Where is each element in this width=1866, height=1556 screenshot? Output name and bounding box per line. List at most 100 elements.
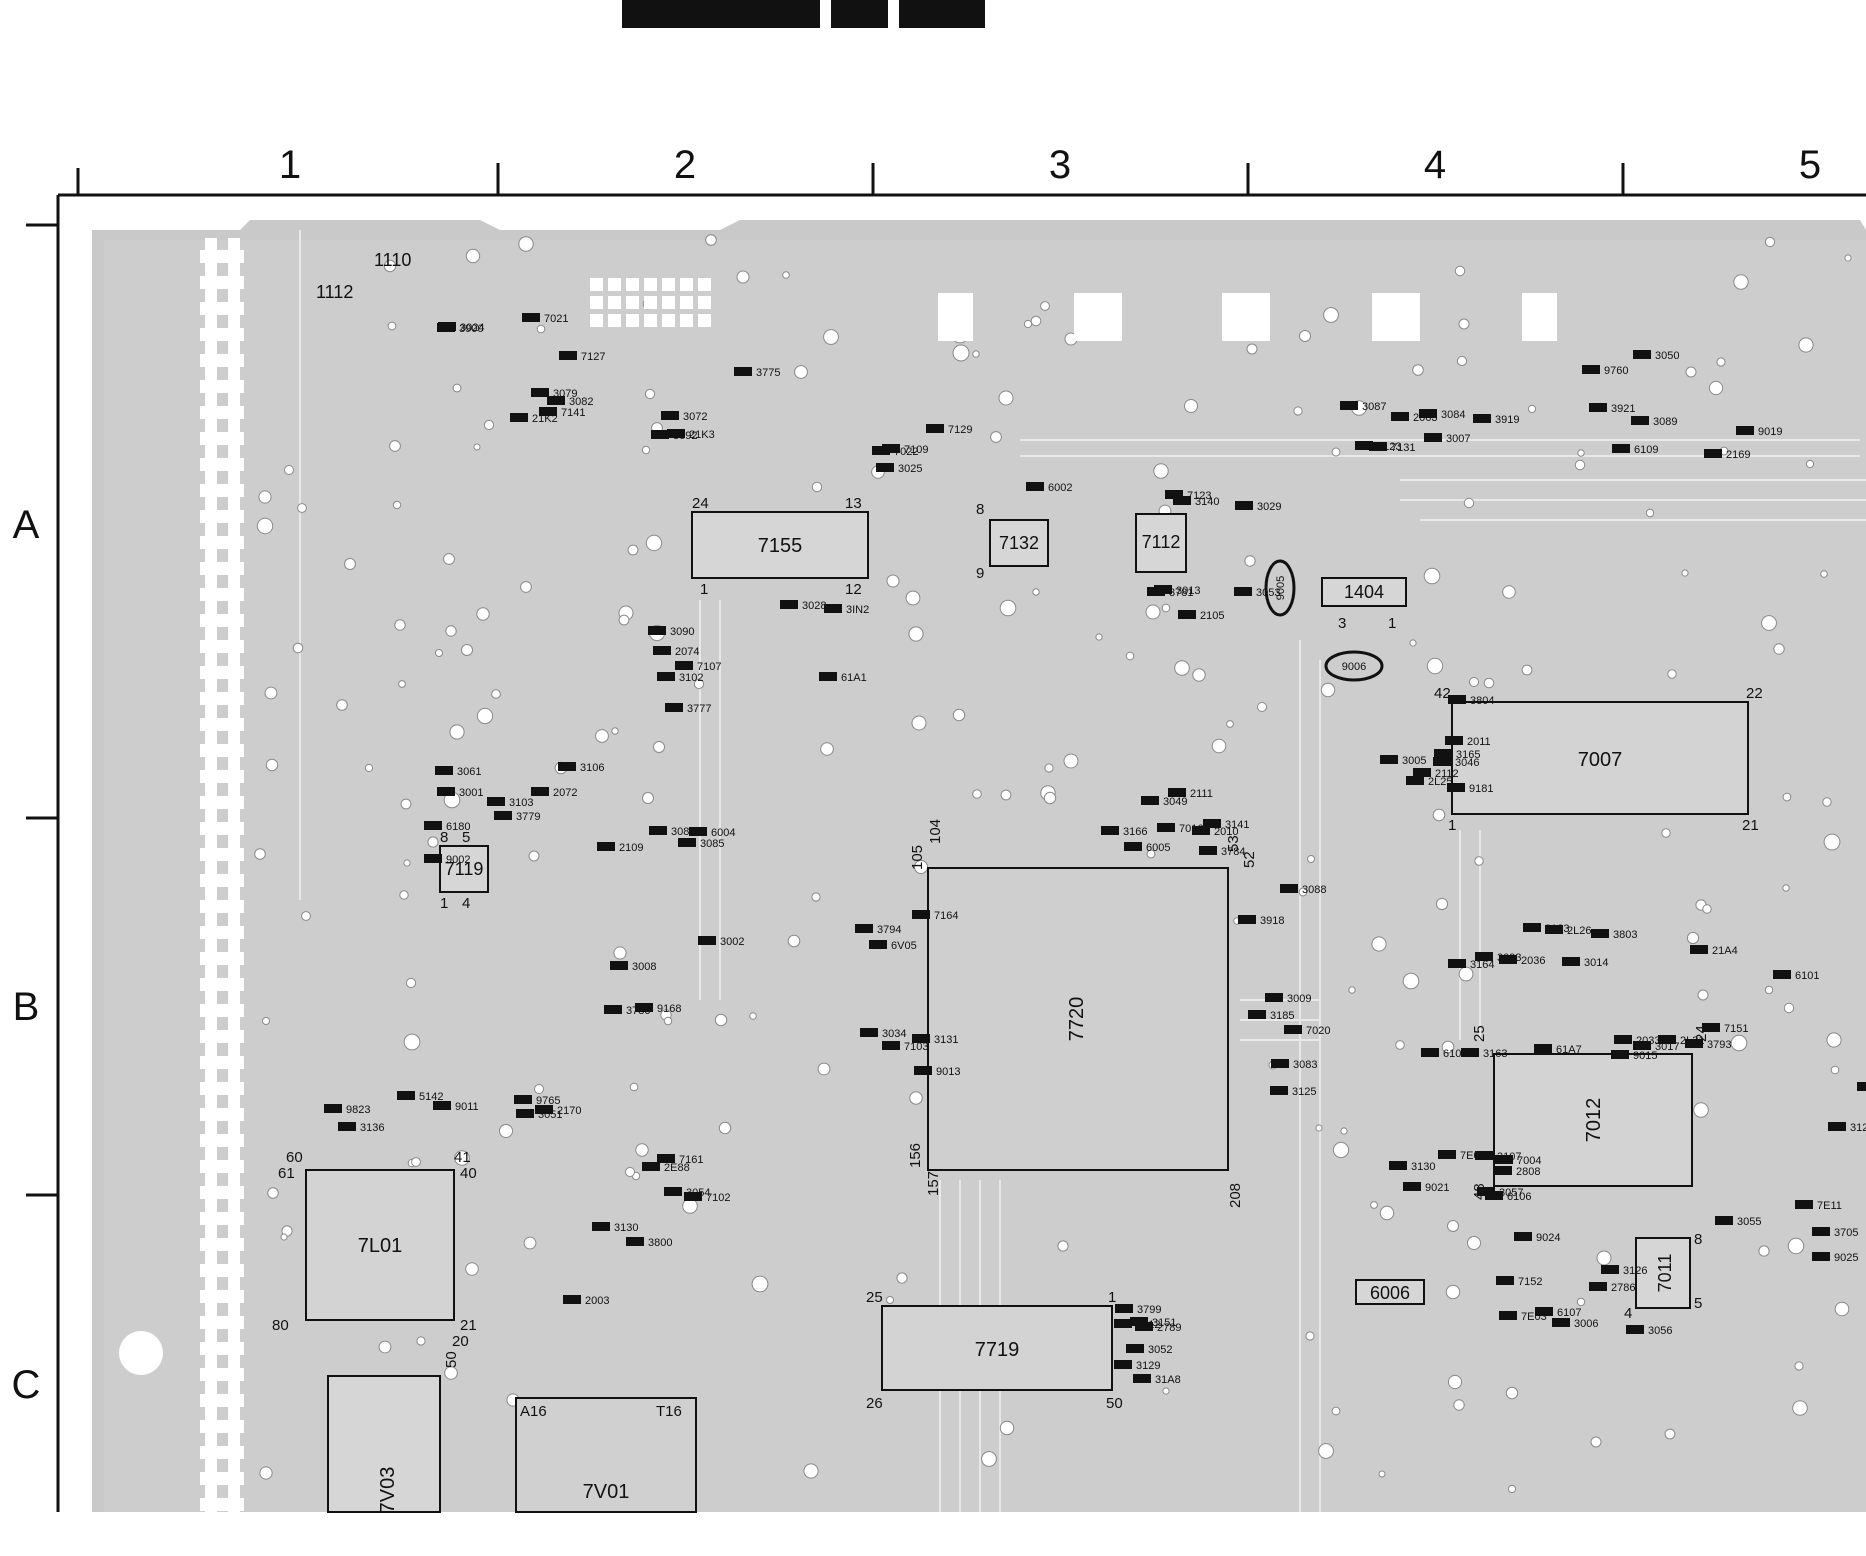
smd-component: 2789 <box>1135 1322 1181 1334</box>
chip-7719: 7719 25 1 26 50 <box>866 1289 1123 1412</box>
ref-label: 3779 <box>516 811 540 823</box>
via <box>256 517 274 535</box>
ref-label: 7021 <box>544 313 568 325</box>
ref-label: 3050 <box>1655 350 1679 362</box>
ladder-pad <box>200 484 244 497</box>
smd-component: 3164 <box>1448 959 1494 971</box>
via <box>981 1451 997 1467</box>
smd-body <box>1447 783 1465 792</box>
smd-body <box>780 600 798 609</box>
ref-label: 6106 <box>1507 1191 1531 1203</box>
pin-label: T16 <box>656 1403 682 1420</box>
grid-pad <box>590 278 603 291</box>
via <box>1299 330 1311 342</box>
via <box>1822 797 1832 807</box>
smd-body <box>1265 993 1283 1002</box>
via <box>536 324 546 334</box>
smd-component: 3793 <box>1685 1039 1731 1051</box>
top-pads <box>938 293 1557 341</box>
ref-label: 2E88 <box>664 1162 690 1174</box>
via <box>749 1012 757 1020</box>
ladder-pad <box>200 1472 244 1485</box>
smd-body <box>1126 1344 1144 1353</box>
smd-component: 3051 <box>516 1109 562 1121</box>
smd-body <box>516 1109 534 1118</box>
grid-pad <box>662 296 675 309</box>
via <box>1184 399 1198 413</box>
via <box>1332 1141 1350 1159</box>
smd-body <box>689 827 707 836</box>
via <box>1161 603 1171 613</box>
ref-label: 3083 <box>1293 1059 1317 1071</box>
via <box>403 1033 421 1051</box>
pin-label: 105 <box>909 845 926 870</box>
via <box>1830 1065 1840 1075</box>
ladder-pad <box>200 536 244 549</box>
ref-label: 3799 <box>1137 1304 1161 1316</box>
via <box>1805 459 1815 469</box>
ref-label: 3055 <box>1737 1216 1761 1228</box>
ref-label: 3102 <box>679 672 703 684</box>
via <box>952 708 966 722</box>
ref-label: 9006 <box>1342 661 1366 673</box>
via <box>1454 265 1466 277</box>
smd-body <box>1631 416 1649 425</box>
smd-body <box>626 1237 644 1246</box>
smd-component: 3024 <box>438 322 484 334</box>
column-label: 1 <box>279 143 301 187</box>
via <box>1044 763 1054 773</box>
ref-label: 3131 <box>934 1034 958 1046</box>
ref-label: 3056 <box>1648 1325 1672 1337</box>
via <box>1030 315 1042 327</box>
smd-body <box>1773 970 1791 979</box>
header-bar <box>831 0 888 28</box>
via <box>613 946 627 960</box>
grid-pad <box>626 278 639 291</box>
smd-body <box>1130 1317 1148 1326</box>
ref-label: 7103 <box>904 1041 928 1053</box>
smd-component: 3090 <box>648 626 694 638</box>
smd-body <box>665 703 683 712</box>
chip-label: 7012 <box>1583 1098 1605 1143</box>
smd-body <box>487 797 505 806</box>
smd-component: 7103 <box>882 1041 928 1053</box>
via <box>693 678 705 690</box>
smd-component: 5142 <box>397 1091 443 1103</box>
via <box>292 642 304 654</box>
ref-label: 3784 <box>1221 846 1245 858</box>
via <box>811 481 823 493</box>
smd-body <box>1157 823 1175 832</box>
grid-pad <box>680 314 693 327</box>
smd-body <box>698 936 716 945</box>
smd-body <box>1448 959 1466 968</box>
ref-label: 3800 <box>648 1237 672 1249</box>
ladder-pad <box>200 250 244 263</box>
ref-label: 3140 <box>1195 496 1219 508</box>
smd-component: 2E88 <box>642 1162 690 1174</box>
via <box>1590 1436 1602 1448</box>
chip-7720: 7720 105 104 53 52 157 156 208 <box>907 819 1258 1208</box>
smd-body <box>1633 350 1651 359</box>
smd-body <box>610 961 628 970</box>
smd-component: 3185 <box>1248 1010 1294 1022</box>
smd-body <box>1445 736 1463 745</box>
pin-label: 104 <box>927 819 944 844</box>
ladder-pad <box>200 770 244 783</box>
smd-component: 7022 <box>872 446 918 458</box>
via <box>1246 343 1258 355</box>
pin-label: 50 <box>1106 1395 1123 1412</box>
smd-body <box>657 1154 675 1163</box>
smd-component: 7129 <box>926 424 972 436</box>
smd-body <box>563 1295 581 1304</box>
grid-pad <box>644 296 657 309</box>
smd-component: 3799 <box>1115 1304 1161 1316</box>
via <box>491 689 501 699</box>
ref-label: 3092 <box>673 430 697 442</box>
ref-label: 3126 <box>1623 1265 1647 1277</box>
via <box>1681 569 1689 577</box>
smd-component: 7109 <box>882 444 928 456</box>
ref-label: 9025 <box>1834 1252 1858 1264</box>
via <box>383 259 397 273</box>
smd-component: 2072 <box>531 787 577 799</box>
smd-component: 3921 <box>1589 403 1635 415</box>
